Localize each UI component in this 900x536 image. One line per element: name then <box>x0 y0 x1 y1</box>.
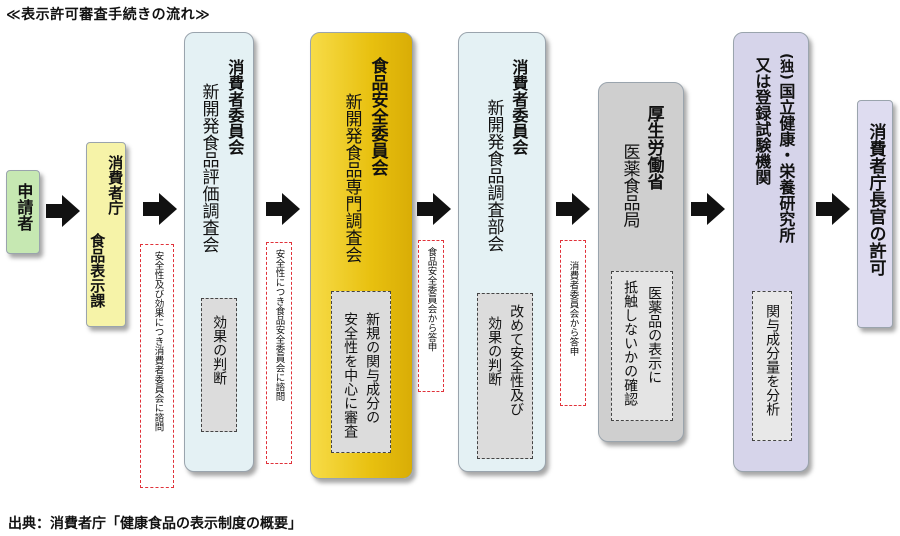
arrow-icon <box>556 193 590 225</box>
cac-investigation-heading: 消費者委員会 <box>509 59 529 155</box>
cac-evaluation-inner-box: 効果の判断 <box>201 298 237 432</box>
applicant-box: 申請者 <box>6 170 40 254</box>
cac-evaluation-inner-text: 効果の判断 <box>211 315 228 385</box>
cac-evaluation-body: 新開発食品評価調査会 <box>198 83 219 253</box>
note-consult-fsc-text: 安全性につき食品安全委員会に諮問 <box>273 249 285 401</box>
cac-evaluation-heading: 消費者委員会 <box>225 59 245 155</box>
cac-investigation-box: 消費者委員会 新開発食品調査部会 改めて安全性及び 効果の判断 <box>458 32 546 472</box>
fsc-body: 新開発食品専門調査会 <box>341 93 362 263</box>
nih-line1: (独) <box>778 53 795 80</box>
cac-investigation-inner-line1: 改めて安全性及び <box>508 304 525 416</box>
page-title: ≪表示許可審査手続きの流れ≫ <box>6 7 211 23</box>
mhlw-inner-line2: 抵触しないかの確認 <box>622 280 639 406</box>
fsc-inner-line2: 安全性を中心に審査 <box>342 312 359 438</box>
note-consult-fsc: 安全性につき食品安全委員会に諮問 <box>266 242 292 464</box>
caa-box: 消費者庁 食品表示課 <box>86 142 126 327</box>
fsc-heading: 食品安全委員会 <box>367 57 388 176</box>
fsc-inner-box: 新規の関与成分の 安全性を中心に審査 <box>331 291 391 453</box>
note-report-fsc: 食品安全委員会から答申 <box>418 240 444 392</box>
cac-investigation-body: 新開発食品調査部会 <box>483 99 504 252</box>
note-report-cac-text: 消費者委員会から答申 <box>567 261 579 356</box>
nih-inner-text: 関与成分量を分析 <box>764 304 781 416</box>
arrow-icon <box>816 193 850 225</box>
note-report-fsc-text: 食品安全委員会から答申 <box>425 247 437 352</box>
mhlw-body: 医薬食品局 <box>619 143 640 228</box>
arrow-icon <box>691 193 725 225</box>
mhlw-box: 厚生労働省 医薬食品局 医薬品の表示に 抵触しないかの確認 <box>598 82 684 442</box>
permit-box: 消費者庁長官の許可 <box>857 100 893 328</box>
note-consult-cac: 安全性及び効果につき消費者委員会に諮問 <box>140 244 174 488</box>
fsc-inner-line1: 新規の関与成分の <box>364 312 381 424</box>
nih-line2: 国立健康・栄養研究所 <box>776 83 796 243</box>
source-caption: 出典：消費者庁「健康食品の表示制度の概要」 <box>8 516 302 532</box>
arrow-icon <box>266 193 300 225</box>
arrow-icon <box>143 193 177 225</box>
nih-inner-box: 関与成分量を分析 <box>752 291 792 441</box>
mhlw-inner-box: 医薬品の表示に 抵触しないかの確認 <box>611 271 673 421</box>
mhlw-heading: 厚生労働省 <box>643 105 664 190</box>
arrow-icon <box>417 193 451 225</box>
caa-label-line1: 消費者庁 <box>106 155 125 215</box>
note-report-cac: 消費者委員会から答申 <box>560 240 586 406</box>
applicant-label: 申請者 <box>14 183 34 231</box>
nih-box: (独) 国立健康・栄養研究所 又は登録試験機関 関与成分量を分析 <box>733 32 809 472</box>
permit-label: 消費者庁長官の許可 <box>865 123 886 276</box>
mhlw-inner-line1: 医薬品の表示に <box>646 286 663 384</box>
cac-investigation-inner-line2: 効果の判断 <box>486 316 503 386</box>
caa-label-line2: 食品表示課 <box>88 233 107 308</box>
cac-investigation-inner-box: 改めて安全性及び 効果の判断 <box>477 293 533 459</box>
cac-evaluation-box: 消費者委員会 新開発食品評価調査会 効果の判断 <box>184 32 254 472</box>
fsc-box: 食品安全委員会 新開発食品専門調査会 新規の関与成分の 安全性を中心に審査 <box>310 32 413 479</box>
arrow-icon <box>46 195 80 227</box>
note-consult-cac-text: 安全性及び効果につき消費者委員会に諮問 <box>152 251 164 432</box>
nih-line3: 又は登録試験機関 <box>752 57 772 185</box>
